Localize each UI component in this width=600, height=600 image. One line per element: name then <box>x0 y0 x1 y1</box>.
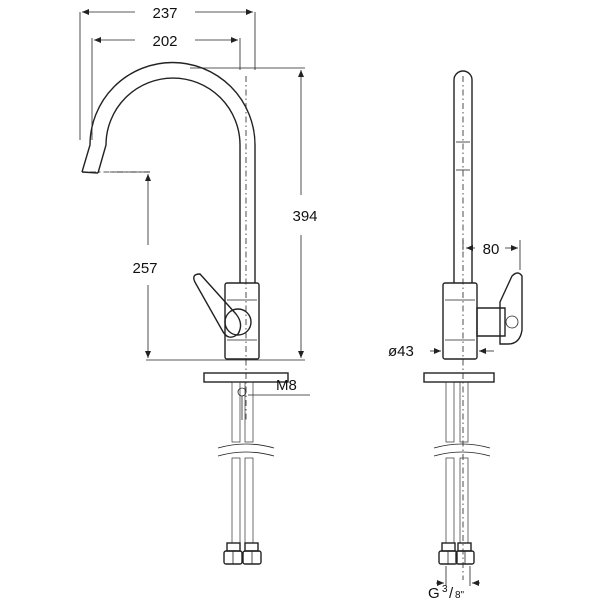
side-body <box>442 282 478 360</box>
front-view: 237 202 <box>79 5 318 565</box>
dimension-width-inner: 202 <box>152 33 177 50</box>
spout <box>81 61 256 420</box>
dimension-height-total: 394 <box>292 208 317 225</box>
body <box>224 282 260 360</box>
dimension-43: ø43 <box>388 343 494 360</box>
dimension-lever-offset: 80 <box>483 241 500 258</box>
dimension-257: 257 <box>110 171 262 361</box>
dimension-202: 202 <box>91 33 241 140</box>
dimension-394: 394 <box>190 67 318 361</box>
side-view: 80 ø43 <box>388 70 523 600</box>
dimension-diameter-body: ø43 <box>388 343 414 360</box>
side-hose-nuts <box>438 542 475 565</box>
side-base-plate <box>423 372 495 383</box>
supply-hoses <box>217 381 275 544</box>
dimension-width-outer: 237 <box>152 5 177 22</box>
lever-handle <box>193 273 252 338</box>
dimension-237: 237 <box>79 5 256 140</box>
dimension-height-spout: 257 <box>132 260 157 277</box>
side-spout <box>453 70 473 580</box>
thread-callout: M8 <box>248 377 310 396</box>
side-handle <box>476 272 523 345</box>
side-supply-hoses <box>433 381 491 544</box>
connection-label-numerator: 3 <box>442 584 448 595</box>
connection-callout: G 3 / 8" <box>428 566 480 600</box>
thread-label: M8 <box>276 377 297 394</box>
hose-nuts <box>223 542 262 565</box>
connection-slash: / <box>449 585 454 600</box>
connection-label-main: G <box>428 585 440 600</box>
connection-label-denominator: 8" <box>455 590 465 600</box>
dimension-80: 80 <box>462 240 521 270</box>
